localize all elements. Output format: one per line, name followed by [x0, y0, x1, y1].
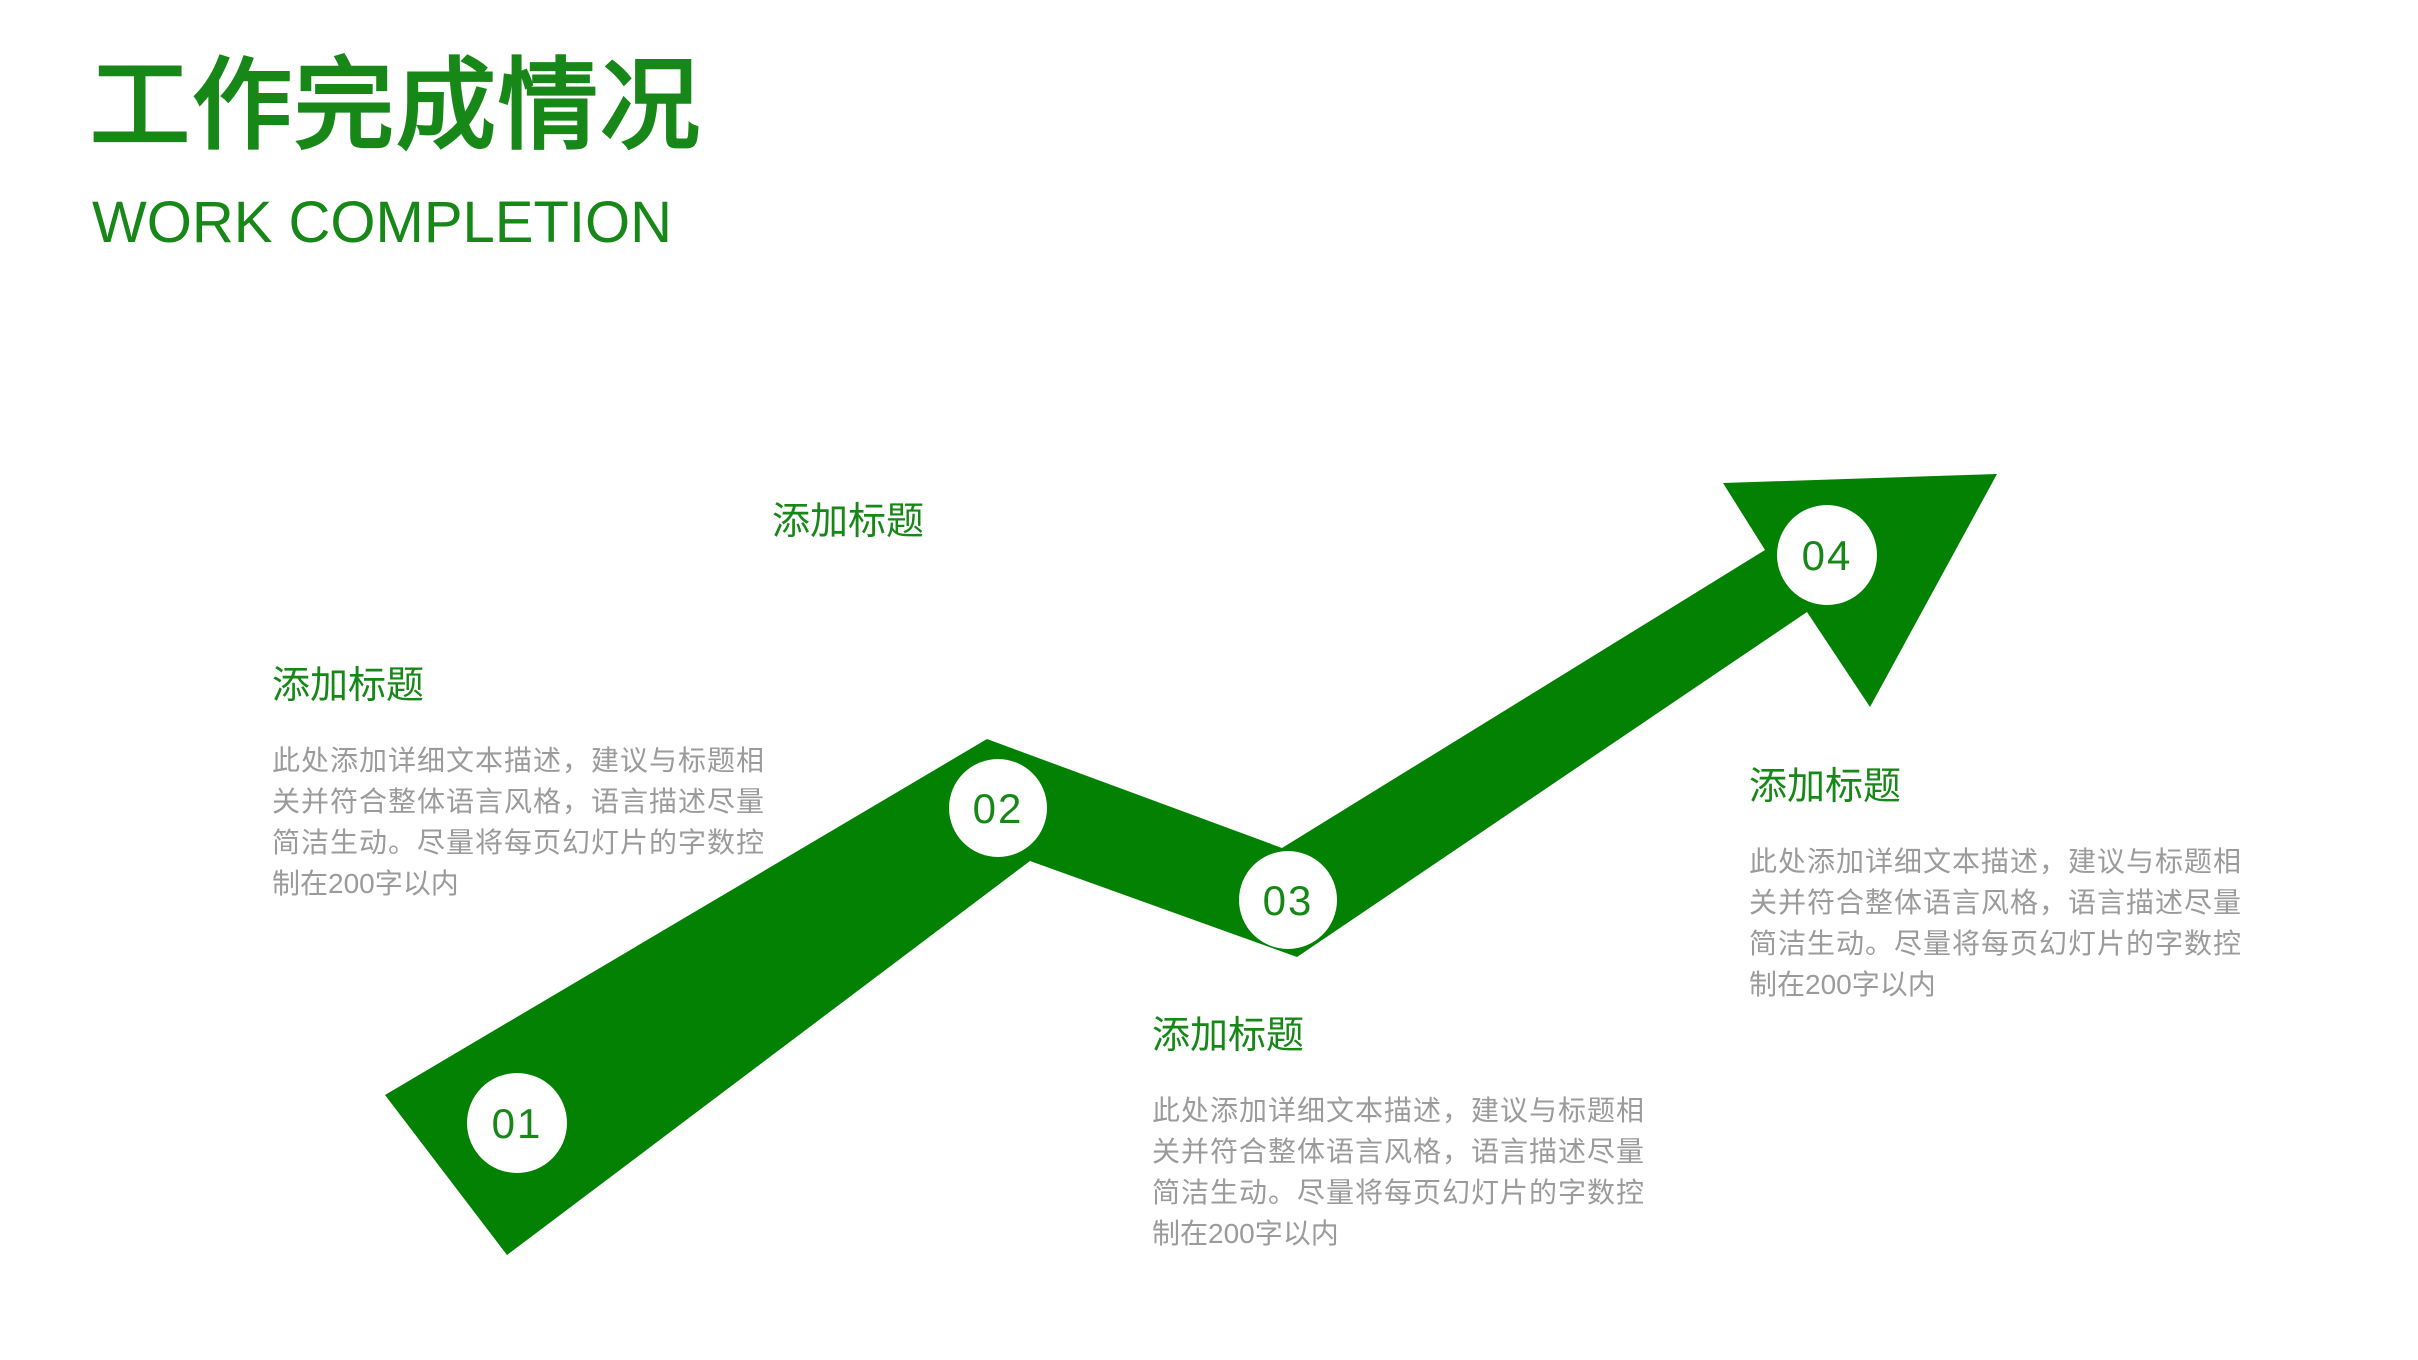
step-04-body: 此处添加详细文本描述，建议与标题相关并符合整体语言风格，语言描述尽量简洁生动。尽… — [1749, 846, 2241, 1000]
step-03-number: 03 — [1263, 877, 1314, 924]
step-04-text-block: 添加标题 此处添加详细文本描述，建议与标题相关并符合整体语言风格，语言描述尽量简… — [1749, 763, 2249, 1005]
step-03-circle — [1239, 851, 1337, 949]
step-02-text-block: 添加标题 — [772, 498, 1272, 576]
page-title: 工作完成情况 — [90, 50, 702, 162]
step-01-heading: 添加标题 — [272, 665, 425, 707]
step-01-body: 此处添加详细文本描述，建议与标题相关并符合整体语言风格，语言描述尽量简洁生动。尽… — [272, 745, 764, 899]
step-01-number: 01 — [492, 1100, 543, 1147]
step-03-body: 此处添加详细文本描述，建议与标题相关并符合整体语言风格，语言描述尽量简洁生动。尽… — [1152, 1095, 1644, 1249]
step-marker-01: 01 — [467, 1073, 567, 1173]
step-04-circle — [1777, 505, 1877, 605]
step-02-heading: 添加标题 — [772, 501, 925, 543]
step-01-circle — [467, 1073, 567, 1173]
step-04-number: 04 — [1802, 532, 1853, 579]
step-03-text-block: 添加标题 此处添加详细文本描述，建议与标题相关并符合整体语言风格，语言描述尽量简… — [1152, 1012, 1652, 1254]
step-02-circle — [949, 759, 1047, 857]
step-marker-03: 03 — [1239, 851, 1337, 949]
step-01-text-block: 添加标题 此处添加详细文本描述，建议与标题相关并符合整体语言风格，语言描述尽量简… — [272, 662, 772, 904]
step-marker-02: 02 — [949, 759, 1047, 857]
step-02-number: 02 — [973, 785, 1024, 832]
step-marker-04: 04 — [1777, 505, 1877, 605]
step-04-heading: 添加标题 — [1749, 766, 1902, 808]
zigzag-arrow-shape — [385, 474, 1997, 1255]
page-subtitle: WORK COMPLETION — [92, 190, 673, 255]
step-03-heading: 添加标题 — [1152, 1015, 1305, 1057]
